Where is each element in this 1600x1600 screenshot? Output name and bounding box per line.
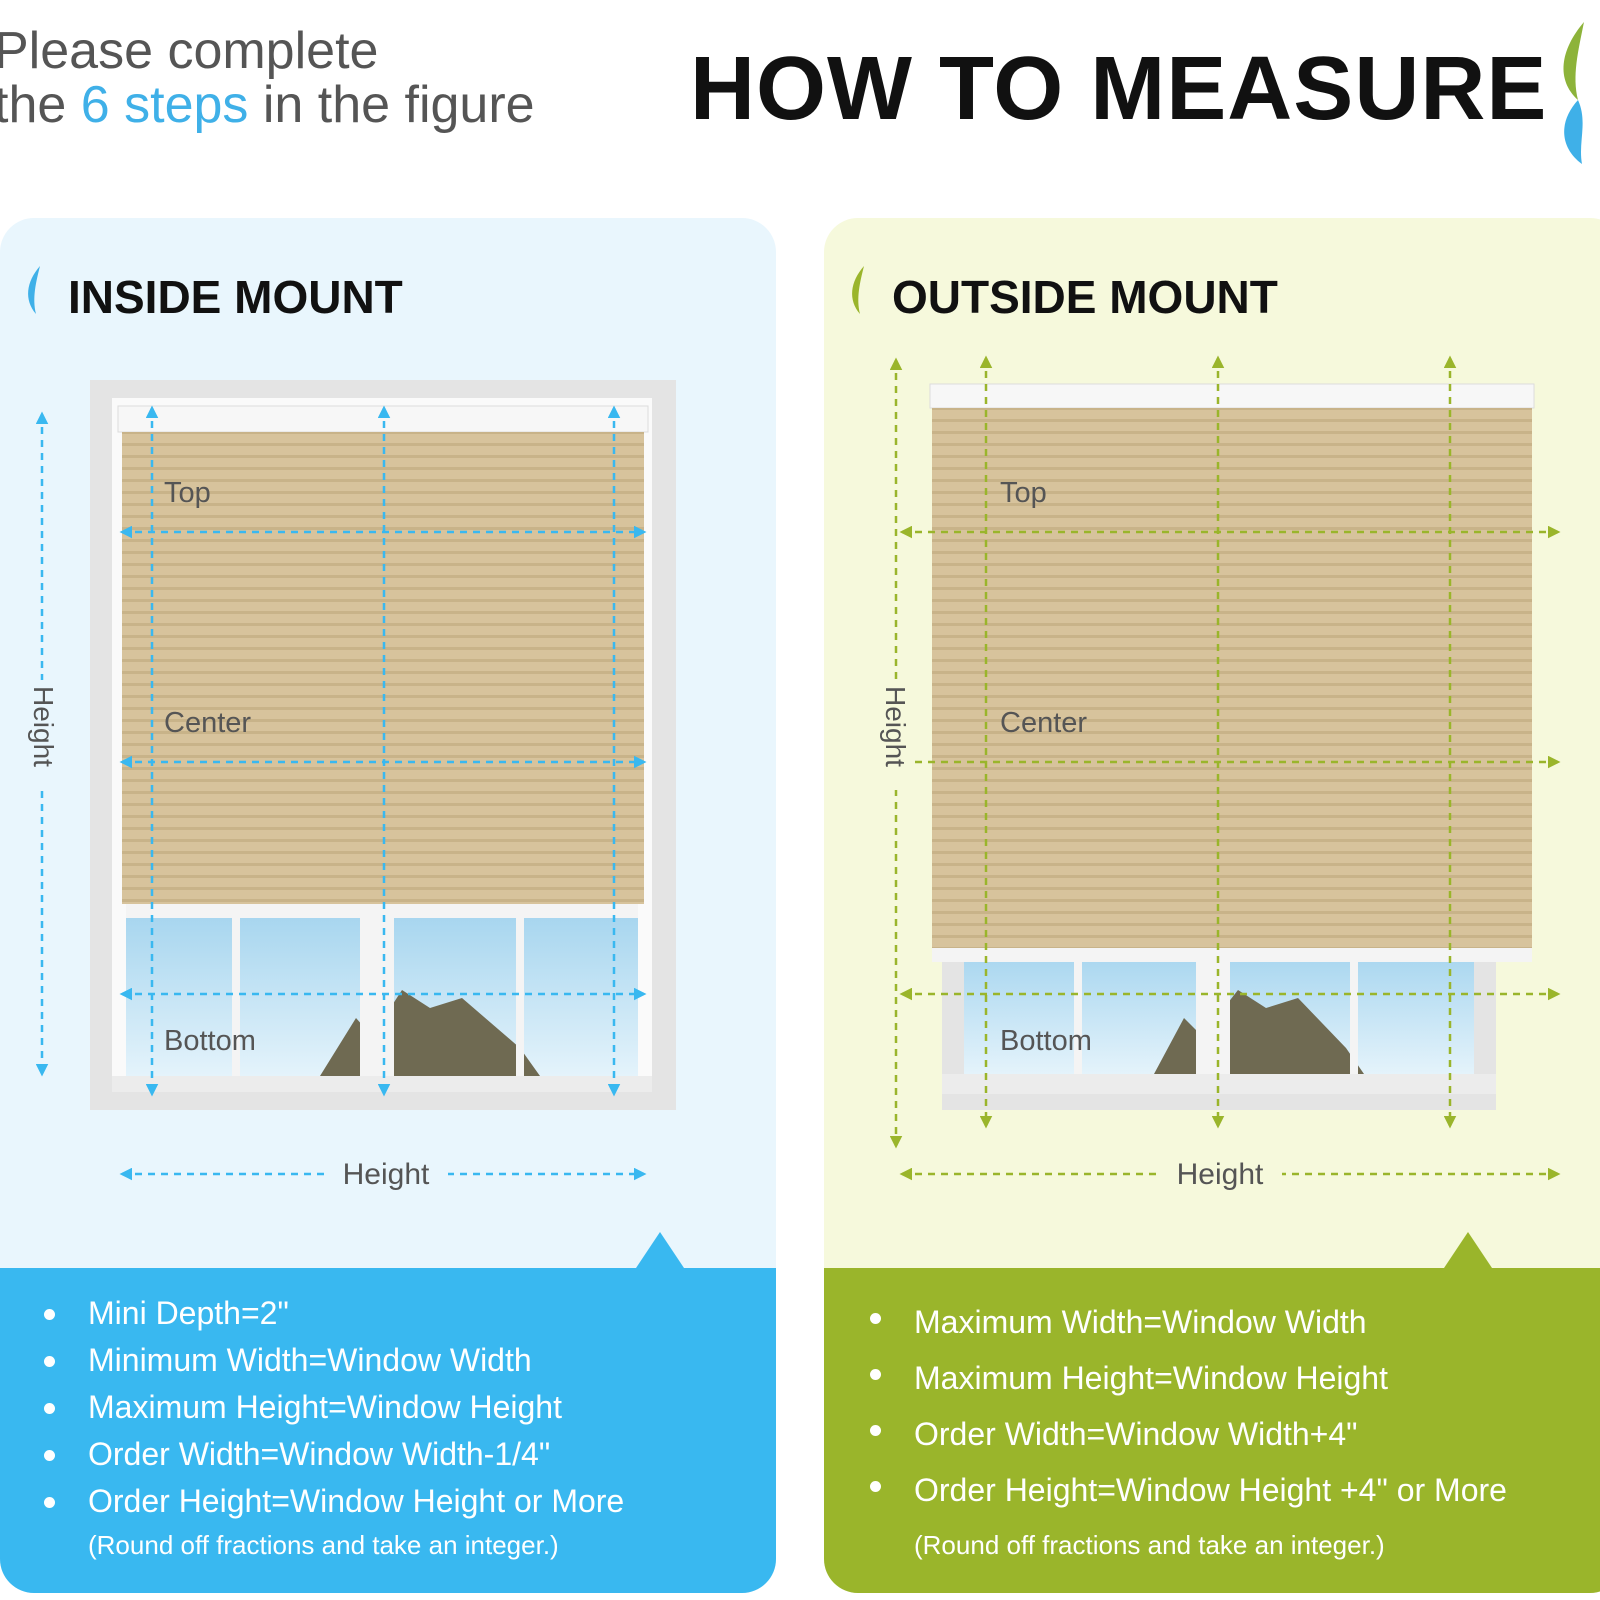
inside-mount-panel: INSIDE MOUNT xyxy=(0,218,776,1593)
bottom-label: Bottom xyxy=(164,1025,256,1057)
inside-note: (Round off fractions and take an integer… xyxy=(88,1530,559,1560)
rule-item: Maximum Width=Window Width xyxy=(870,1294,1507,1350)
intro-text: Please complete the 6 steps in the figur… xyxy=(0,24,535,132)
page-title: HOW TO MEASURE xyxy=(690,39,1548,139)
top-label: Top xyxy=(164,477,211,509)
center-label: Center xyxy=(1000,707,1087,739)
intro-prefix: the xyxy=(0,76,67,134)
side-height-label: Height xyxy=(880,686,911,767)
water-drop-icon xyxy=(28,266,40,314)
callout-pointer xyxy=(1444,1232,1492,1268)
rule-item: Order Height=Window Height +4" or More xyxy=(870,1462,1507,1518)
intro-line-2: the 6 steps in the figure xyxy=(0,78,535,132)
intro-suffix: in the figure xyxy=(262,76,535,134)
base-label: Height xyxy=(1177,1158,1264,1191)
top-label: Top xyxy=(1000,477,1047,509)
bottom-label: Bottom xyxy=(1000,1025,1092,1057)
intro-line-1: Please complete xyxy=(0,22,379,80)
rule-item: Maximum Height=Window Height xyxy=(870,1350,1507,1406)
inside-rules-list: Mini Depth=2" Minimum Width=Window Width… xyxy=(43,1290,624,1525)
outside-mount-diagram: Height Height Top Center Bottom xyxy=(880,355,1561,1268)
cellular-shade xyxy=(932,408,1532,948)
intro-highlight: 6 steps xyxy=(80,76,249,134)
rule-item: Order Width=Window Width-1/4" xyxy=(43,1431,624,1478)
side-height-label: Height xyxy=(28,686,59,767)
callout-pointer xyxy=(636,1232,684,1268)
rule-item: Minimum Width=Window Width xyxy=(43,1337,624,1384)
outside-note: (Round off fractions and take an integer… xyxy=(914,1530,1385,1560)
rule-item: Order Width=Window Width+4" xyxy=(870,1406,1507,1462)
outside-rules-box: Maximum Width=Window Width Maximum Heigh… xyxy=(824,1268,1600,1593)
inside-mount-heading: INSIDE MOUNT xyxy=(68,271,403,323)
leaf-icon xyxy=(852,266,864,314)
leaf-water-drop-logo xyxy=(1563,22,1584,164)
outside-mount-panel: OUTSIDE MOUNT xyxy=(824,218,1600,1593)
inside-mount-diagram: Height Height Top Center Bottom xyxy=(28,380,684,1268)
center-label: Center xyxy=(164,707,251,739)
outside-mount-heading: OUTSIDE MOUNT xyxy=(892,271,1278,323)
rule-item: Mini Depth=2" xyxy=(43,1290,624,1337)
rule-item: Order Height=Window Height or More xyxy=(43,1478,624,1525)
base-label: Height xyxy=(343,1158,430,1191)
outside-rules-list: Maximum Width=Window Width Maximum Heigh… xyxy=(870,1294,1507,1518)
rule-item: Maximum Height=Window Height xyxy=(43,1384,624,1431)
inside-rules-box: Mini Depth=2" Minimum Width=Window Width… xyxy=(0,1268,776,1593)
